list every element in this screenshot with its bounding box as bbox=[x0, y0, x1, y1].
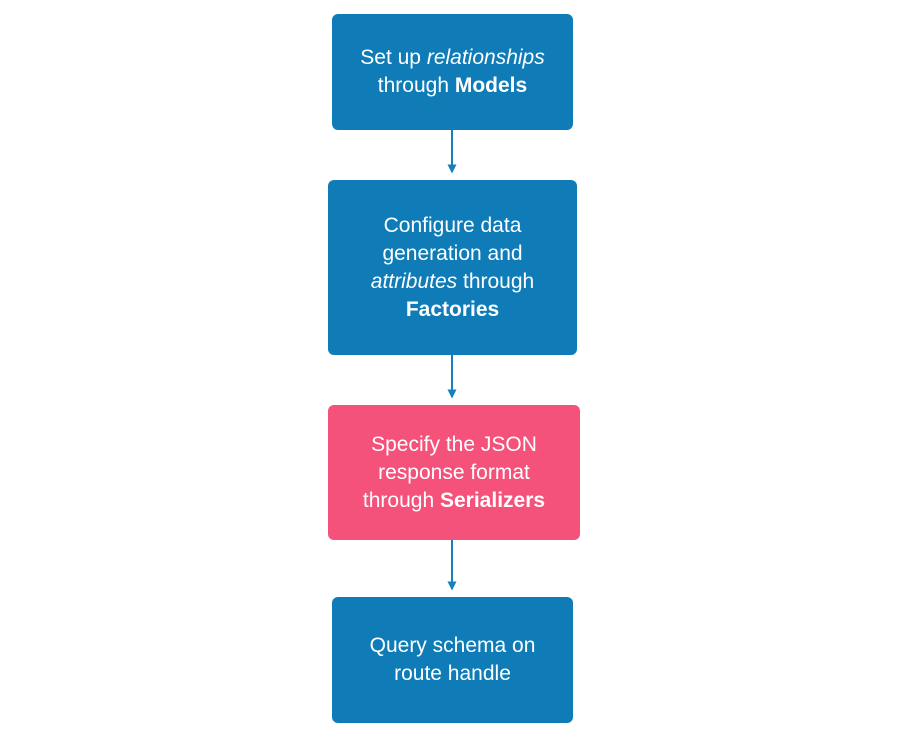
flow-node-models-label: Set up relationships through Models bbox=[342, 44, 563, 100]
text-run: Query schema on bbox=[369, 634, 536, 657]
text-run-emphasis: relationships bbox=[426, 46, 545, 69]
text-run-strong: Factories bbox=[405, 297, 500, 321]
text-run: through bbox=[377, 74, 455, 97]
flow-node-models[interactable]: Set up relationships through Models bbox=[332, 14, 573, 130]
text-run: Specify the JSON bbox=[371, 432, 537, 456]
text-run-emphasis: attributes bbox=[370, 269, 458, 293]
flow-node-serializers[interactable]: Specify the JSON response format through… bbox=[328, 405, 580, 540]
text-run: through bbox=[362, 488, 440, 512]
text-run-strong: Models bbox=[454, 74, 528, 97]
text-run: through bbox=[457, 269, 535, 293]
text-run: route handle bbox=[394, 662, 511, 685]
flow-node-query-label: Query schema on route handle bbox=[342, 632, 563, 688]
flow-node-factories-label: Configure data generation and attributes… bbox=[338, 212, 567, 324]
flow-node-factories[interactable]: Configure data generation and attributes… bbox=[328, 180, 577, 355]
flow-node-serializers-label: Specify the JSON response format through… bbox=[338, 431, 570, 515]
text-run: Configure data bbox=[383, 213, 522, 237]
text-run: generation and bbox=[382, 241, 523, 265]
text-run: response format bbox=[378, 460, 530, 484]
text-run: Set up bbox=[360, 46, 427, 69]
flow-node-query[interactable]: Query schema on route handle bbox=[332, 597, 573, 723]
text-run-strong: Serializers bbox=[439, 488, 546, 512]
